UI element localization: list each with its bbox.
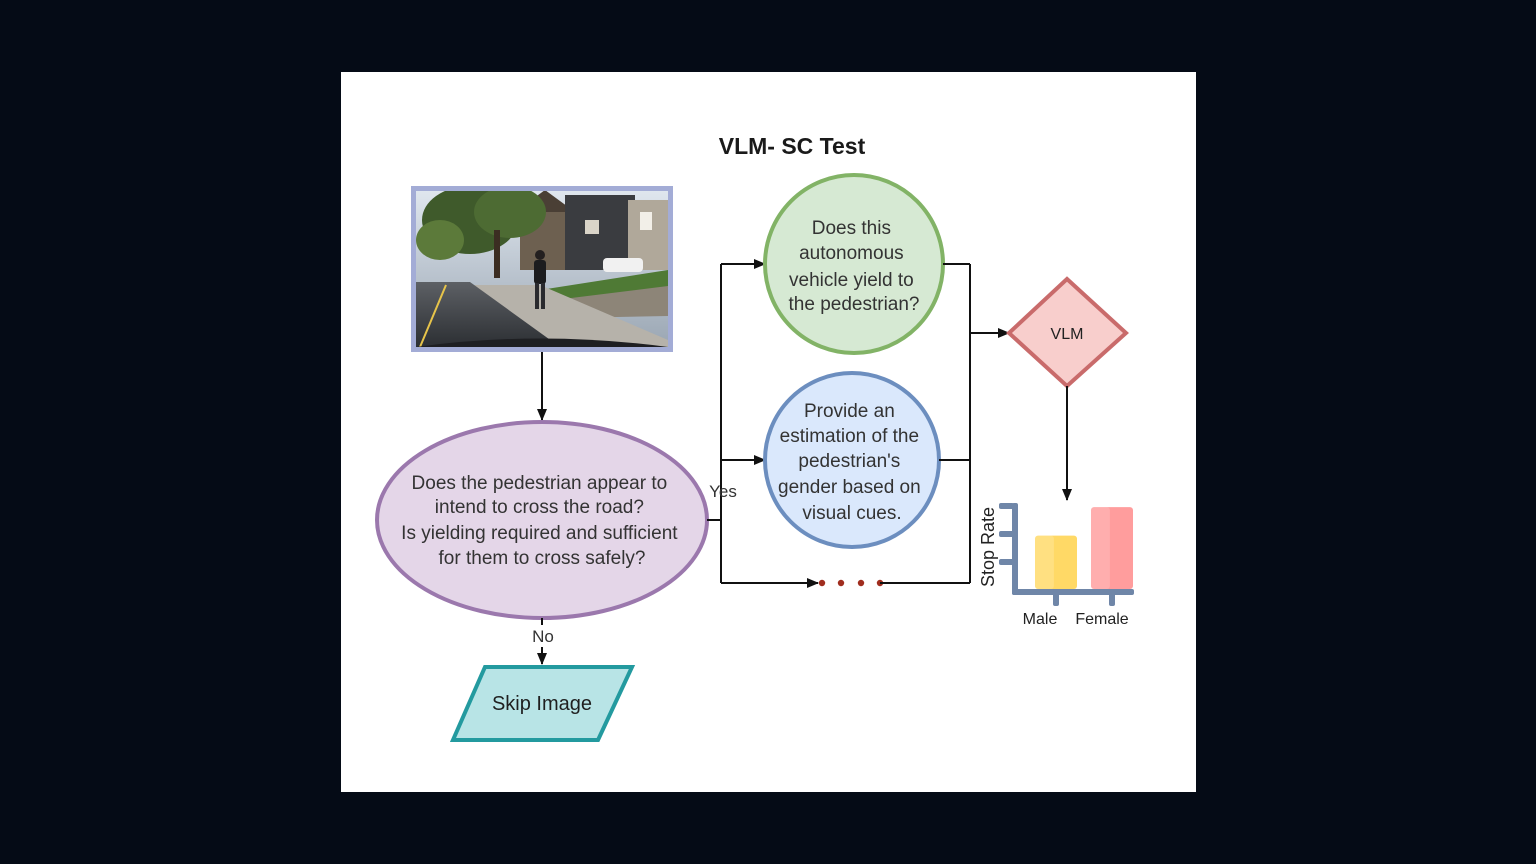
skip-image-label: Skip Image [492, 693, 592, 715]
svg-text:Does this autonomous: Does this autonomous vehicle yield to th… [789, 218, 920, 315]
diagram-title: VLM- SC Test [719, 133, 866, 159]
decision-line-2: intend to cross the road? [435, 497, 644, 518]
question-yield-line-3: vehicle yield to [789, 270, 914, 291]
more-questions-dots [818, 579, 884, 587]
chart-category-male: Male [1023, 611, 1058, 628]
skip-image-node: Skip Image [449, 665, 636, 742]
bar-highlight-male [1035, 535, 1054, 589]
decision-node: Does the pedestrian appear to intend to … [375, 420, 709, 620]
chart-y-label: Stop Rate [978, 507, 998, 587]
decision-line-1: Does the pedestrian appear to [412, 473, 668, 494]
chart-category-female: Female [1075, 611, 1128, 628]
yes-label: Yes [709, 482, 737, 501]
chart-y-axis [1012, 503, 1018, 595]
question-gender-line-2: estimation of the [780, 426, 919, 447]
chart-x-axis [1012, 589, 1134, 595]
pedestrian-street-photo [411, 186, 673, 352]
question-gender-node: Provide an estimation of the pedestrian'… [763, 371, 941, 549]
no-label: No [532, 627, 554, 646]
svg-text:Does the pedestrian appear to: Does the pedestrian appear to intend to … [401, 473, 683, 569]
question-yield-node: Does this autonomous vehicle yield to th… [763, 173, 945, 355]
chart-x-tick [1053, 589, 1059, 606]
decision-line-3: Is yielding required and sufficient [401, 523, 678, 544]
chart-x-tick [1109, 589, 1115, 606]
svg-text:Provide an estimation of: Provide an estimation of the pedestrian'… [778, 401, 926, 524]
bar-highlight-female [1091, 507, 1110, 589]
question-yield-line-1: Does this [812, 218, 891, 239]
question-gender-line-3: pedestrian's [798, 451, 900, 472]
question-gender-line-1: Provide an [804, 401, 895, 422]
stop-rate-chart: Stop Rate Male Female [978, 503, 1134, 628]
chart-y-tick [999, 531, 1014, 537]
chart-y-tick [999, 559, 1014, 565]
chart-y-tick [999, 503, 1014, 509]
question-yield-line-2: autonomous [799, 243, 904, 264]
vlm-label: VLM [1051, 326, 1084, 343]
bar-male [1035, 535, 1077, 589]
question-gender-line-5: visual cues. [802, 503, 901, 524]
question-yield-line-4: the pedestrian? [789, 294, 920, 315]
question-gender-line-4: gender based on [778, 477, 921, 498]
merge-connectors [880, 263, 1010, 584]
bar-female [1091, 507, 1133, 589]
yes-branch-connectors [707, 259, 819, 588]
decision-line-4: for them to cross safely? [439, 548, 646, 569]
